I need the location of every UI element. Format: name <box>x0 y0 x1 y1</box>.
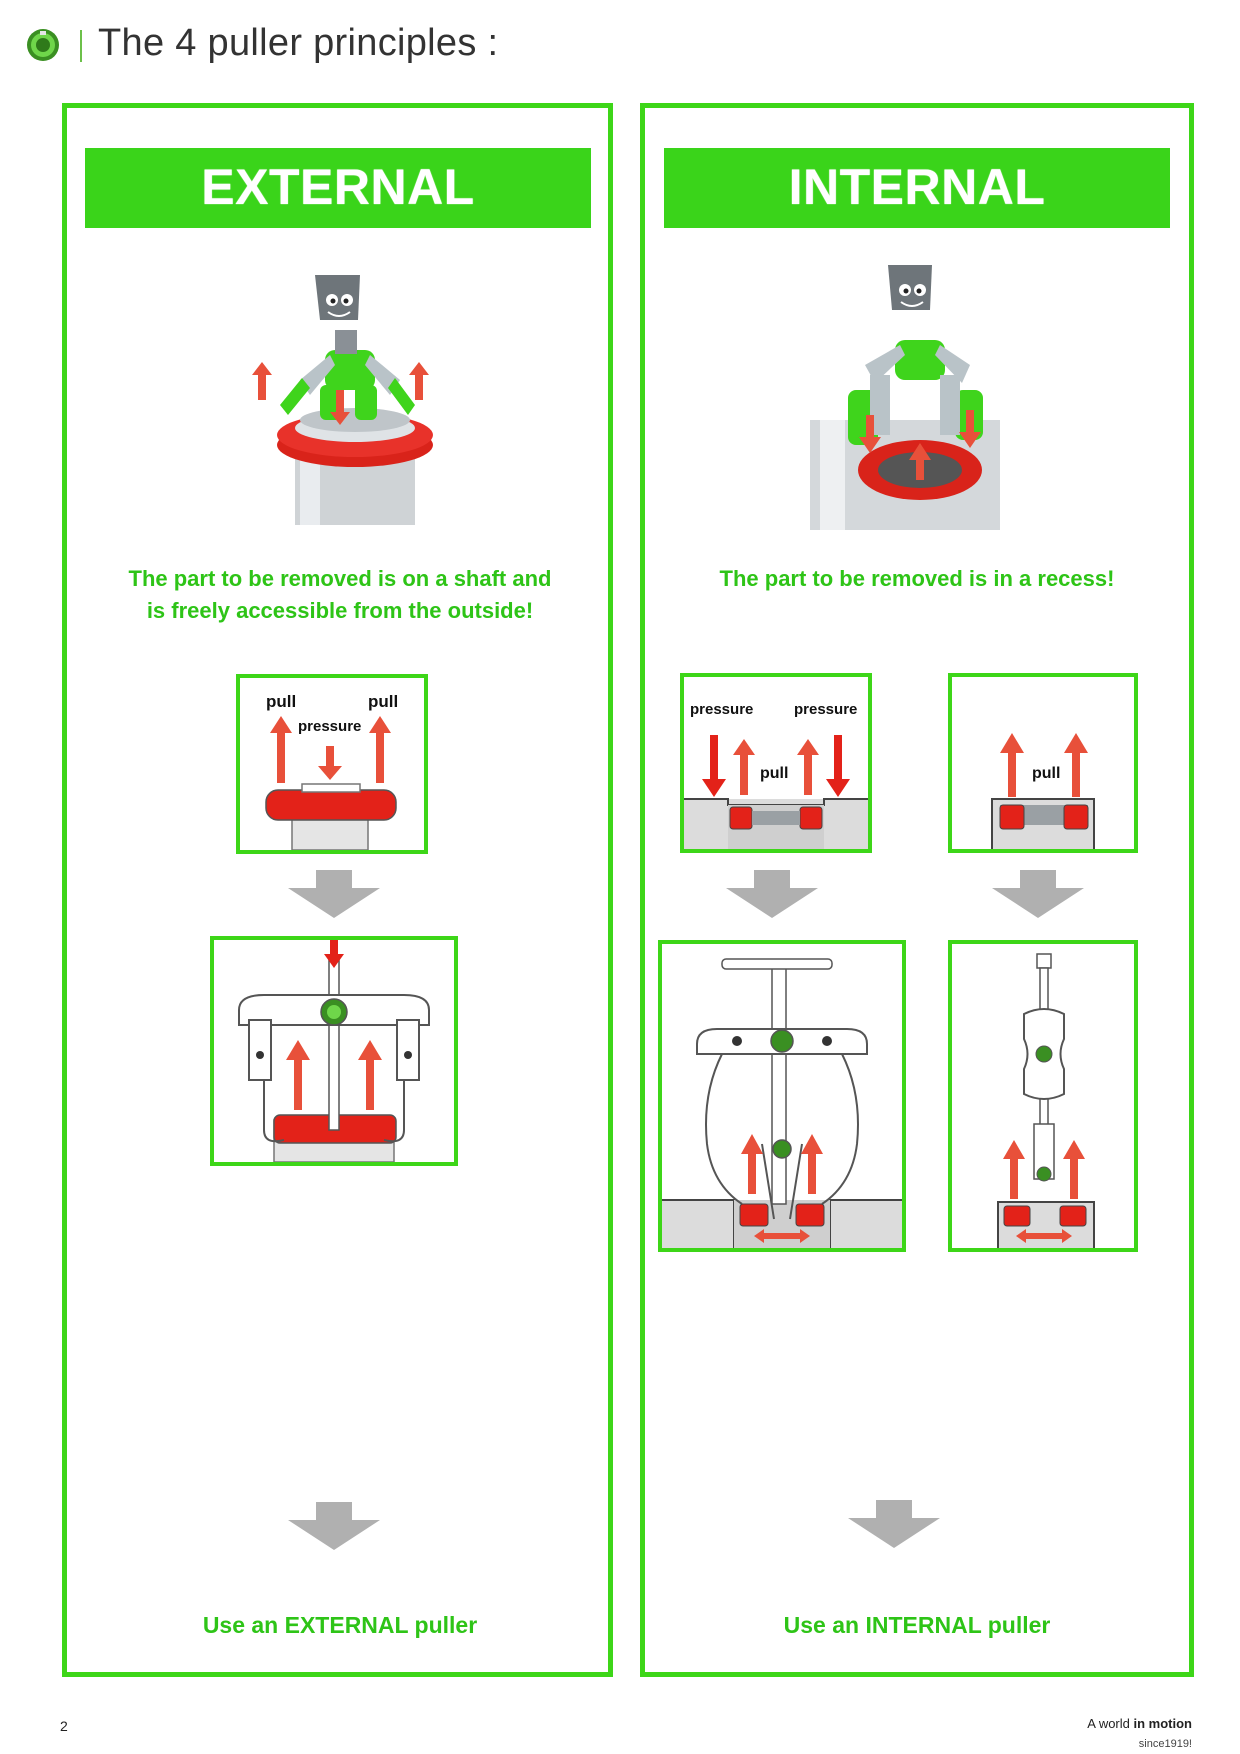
page-title: The 4 puller principles : <box>98 22 499 64</box>
use-external-puller-label: Use an EXTERNAL puller <box>202 1612 478 1638</box>
tagline-bold: in motion <box>1133 1716 1193 1731</box>
internal-banner: INTERNAL <box>664 148 1170 228</box>
kukko-logo-icon <box>27 29 59 61</box>
robot-internal-illustration <box>810 265 1000 530</box>
internal-puller-drawing <box>662 958 902 1248</box>
pull-label: pull <box>1032 765 1061 782</box>
external-puller-drawing <box>238 940 430 1162</box>
pull-label-left: pull <box>266 692 297 711</box>
robot-external-illustration <box>252 275 433 525</box>
pull-label-right: pull <box>368 692 399 711</box>
internal-slide-hammer-diagram <box>948 940 1138 1252</box>
internal-principle-drawing-2 <box>991 733 1095 849</box>
internal-slide-hammer-drawing <box>997 953 1095 1248</box>
internal-description: The part to be removed is in a recess! <box>719 566 1115 591</box>
external-banner: EXTERNAL <box>85 148 591 228</box>
since-text: since1919! <box>1138 1738 1192 1750</box>
title-separator <box>80 30 82 62</box>
use-internal-puller-label: Use an INTERNAL puller <box>783 1612 1051 1638</box>
down-arrow-icon <box>288 1502 380 1550</box>
down-arrow-icon <box>848 1500 940 1548</box>
external-description-line2: is freely accessible from the outside! <box>146 598 534 623</box>
internal-principle-diagram-2: pull <box>948 673 1138 853</box>
external-puller-diagram <box>210 936 458 1166</box>
pressure-label: pressure <box>298 718 362 735</box>
external-panel <box>62 103 613 1677</box>
internal-puller-diagram <box>658 940 906 1252</box>
external-description: The part to be removed is on a shaft and… <box>90 563 590 627</box>
page-number: 2 <box>60 1718 68 1734</box>
tagline: A world in motion <box>1087 1716 1192 1731</box>
external-description-line1: The part to be removed is on a shaft and <box>128 566 552 591</box>
pull-label: pull <box>760 765 789 782</box>
tagline-prefix: A world <box>1087 1716 1134 1731</box>
external-principle-diagram: pull pull pressure <box>236 674 428 854</box>
down-arrow-icon <box>288 870 380 918</box>
down-arrow-icon <box>726 870 818 918</box>
external-principle-drawing <box>265 716 397 850</box>
pressure-label-left: pressure <box>690 701 754 718</box>
down-arrow-icon <box>992 870 1084 918</box>
internal-principle-drawing-1 <box>684 735 868 849</box>
internal-principle-diagram-1: pressure pressure pull <box>680 673 872 853</box>
pressure-label-right: pressure <box>794 701 858 718</box>
internal-panel <box>640 103 1194 1677</box>
